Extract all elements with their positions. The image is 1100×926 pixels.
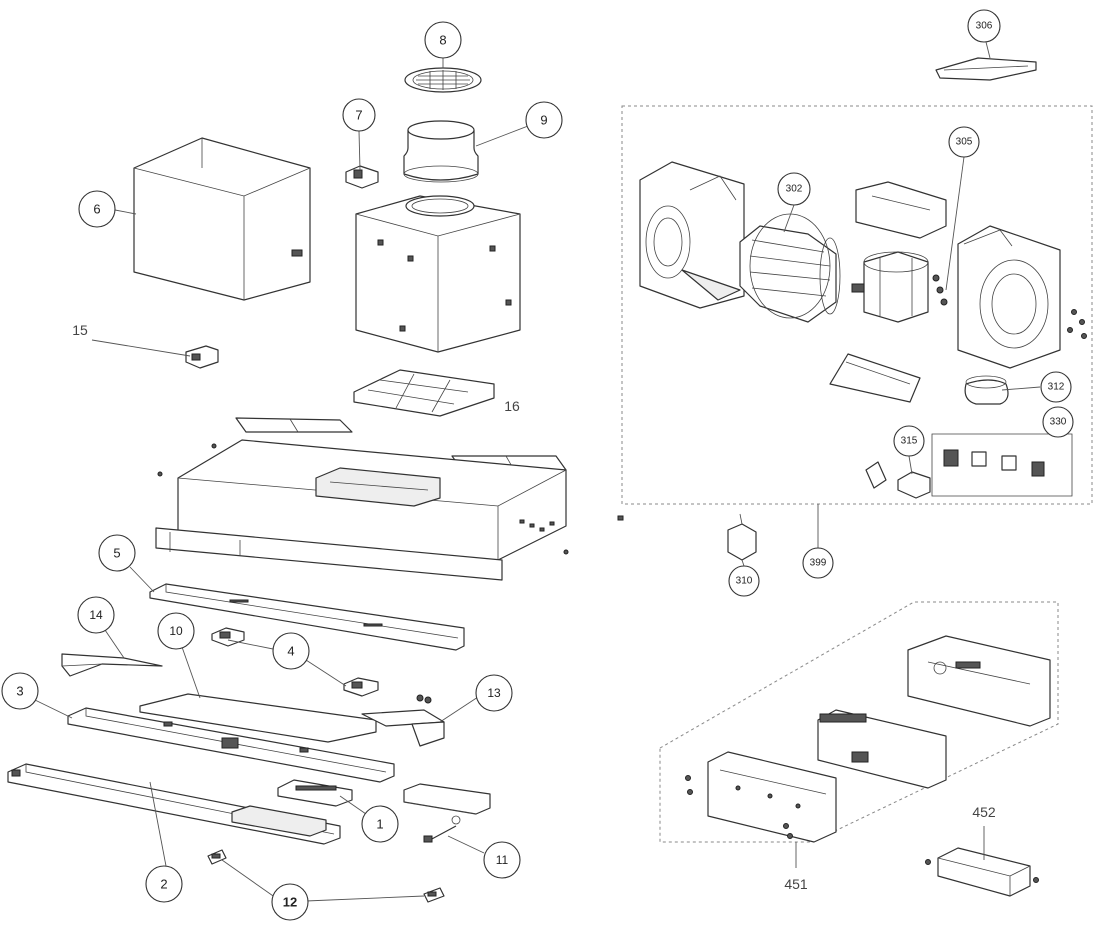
callout-7: 7 bbox=[342, 98, 376, 132]
svg-text:1: 1 bbox=[376, 817, 383, 832]
motor bbox=[851, 251, 929, 323]
callout-315: 315 bbox=[893, 425, 925, 457]
callout-306: 306 bbox=[967, 9, 1001, 43]
group-399-box bbox=[621, 105, 1093, 505]
svg-text:13: 13 bbox=[487, 686, 501, 700]
part-11-light-bar bbox=[403, 783, 491, 843]
part-6-chimney-cover bbox=[133, 137, 311, 301]
part-8-grille bbox=[404, 67, 482, 93]
svg-text:3: 3 bbox=[16, 684, 23, 699]
svg-text:305: 305 bbox=[956, 137, 973, 148]
label-15: 15 bbox=[72, 322, 88, 338]
svg-text:399: 399 bbox=[810, 558, 827, 569]
part-302-impeller bbox=[739, 213, 841, 323]
label-452: 452 bbox=[972, 804, 996, 820]
callout-2: 2 bbox=[145, 865, 183, 903]
part-4-clips bbox=[211, 627, 432, 704]
part-1-switch-holder bbox=[277, 779, 353, 807]
callout-9: 9 bbox=[525, 101, 563, 139]
group-451-box bbox=[659, 601, 1059, 843]
part-16-filter bbox=[353, 369, 495, 417]
hood-lower-frame bbox=[155, 527, 503, 581]
part-15-clip bbox=[185, 345, 219, 369]
svg-text:302: 302 bbox=[786, 184, 803, 195]
svg-text:8: 8 bbox=[439, 33, 446, 48]
part-452-module bbox=[925, 847, 1039, 897]
part-306-cover-plate bbox=[935, 57, 1037, 81]
part-310-lamp-holder bbox=[617, 513, 757, 561]
part-10-panel bbox=[139, 693, 377, 743]
svg-text:9: 9 bbox=[540, 113, 547, 128]
part-312-capacitor bbox=[964, 375, 1009, 405]
control-pcb bbox=[817, 709, 947, 789]
callout-11: 11 bbox=[483, 841, 521, 879]
blower-housing-right bbox=[957, 225, 1087, 369]
callout-305: 305 bbox=[948, 126, 980, 158]
part-14-side-bracket bbox=[61, 653, 163, 677]
part-2-bottom-frame bbox=[7, 763, 341, 845]
callout-12: 12 bbox=[271, 883, 309, 921]
blower-housing-box bbox=[355, 195, 521, 353]
svg-text:310: 310 bbox=[736, 576, 753, 587]
svg-text:5: 5 bbox=[113, 546, 120, 561]
part-3-lower-rail bbox=[67, 707, 395, 783]
part-5-front-rail bbox=[149, 583, 465, 651]
callout-1: 1 bbox=[361, 805, 399, 843]
svg-text:315: 315 bbox=[901, 436, 918, 447]
part-13-side-bracket bbox=[361, 709, 445, 747]
svg-text:312: 312 bbox=[1048, 382, 1065, 393]
electronics-housing-bottom bbox=[685, 751, 837, 843]
callout-3: 3 bbox=[1, 672, 39, 710]
callout-310: 310 bbox=[728, 565, 760, 597]
svg-text:10: 10 bbox=[169, 624, 183, 638]
callout-399: 399 bbox=[802, 547, 834, 579]
part-12-small-clips bbox=[207, 849, 445, 903]
callout-302: 302 bbox=[777, 172, 811, 206]
leader-lines bbox=[34, 41, 1059, 902]
svg-text:2: 2 bbox=[160, 877, 167, 892]
motor-cover-top bbox=[855, 181, 947, 239]
svg-text:7: 7 bbox=[355, 108, 362, 123]
callout-5: 5 bbox=[98, 534, 136, 572]
svg-text:12: 12 bbox=[283, 895, 297, 910]
callout-10: 10 bbox=[157, 612, 195, 650]
svg-text:4: 4 bbox=[287, 644, 294, 659]
label-16: 16 bbox=[504, 398, 520, 414]
callout-312: 312 bbox=[1040, 371, 1072, 403]
svg-text:306: 306 bbox=[976, 21, 993, 32]
svg-text:11: 11 bbox=[496, 853, 509, 867]
scroll-cover-bottom bbox=[829, 353, 921, 403]
electronics-housing-top bbox=[907, 635, 1051, 727]
part-305-fasteners bbox=[932, 274, 948, 306]
svg-text:14: 14 bbox=[89, 608, 103, 622]
callout-4: 4 bbox=[272, 632, 310, 670]
callout-8: 8 bbox=[424, 21, 462, 59]
part-7-bracket bbox=[345, 165, 379, 189]
svg-text:330: 330 bbox=[1050, 417, 1067, 428]
part-315-switch bbox=[865, 461, 931, 499]
callout-6: 6 bbox=[78, 190, 116, 228]
blower-housing-left bbox=[639, 161, 745, 309]
callout-14: 14 bbox=[77, 596, 115, 634]
svg-text:6: 6 bbox=[93, 202, 100, 217]
callout-13: 13 bbox=[475, 674, 513, 712]
part-9-collar bbox=[403, 120, 479, 183]
label-451: 451 bbox=[784, 876, 808, 892]
part-330-connectors bbox=[931, 433, 1073, 497]
callout-330: 330 bbox=[1042, 406, 1074, 438]
